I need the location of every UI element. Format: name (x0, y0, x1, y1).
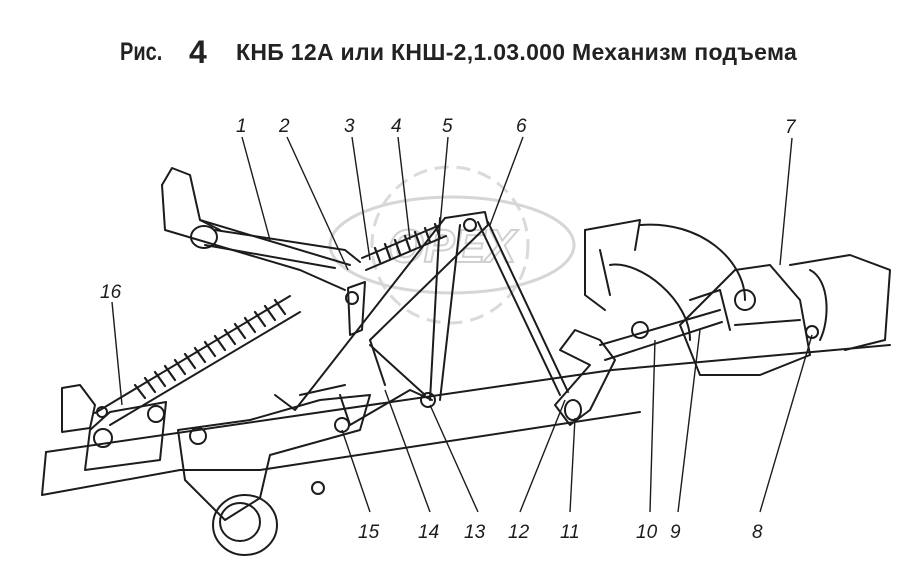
callout-2: 2 (278, 116, 290, 137)
callouts: 1 2 3 4 5 6 7 8 9 10 11 12 13 14 15 16 (100, 116, 797, 543)
callout-12: 12 (508, 522, 530, 543)
callout-7: 7 (785, 117, 797, 138)
callout-15: 15 (358, 522, 380, 543)
figure-number: 4 (189, 34, 207, 70)
mechanism-lines (41, 167, 891, 556)
callout-10: 10 (636, 522, 658, 543)
callout-3: 3 (344, 116, 355, 137)
callout-14: 14 (418, 522, 439, 543)
short-spring (373, 222, 442, 264)
callout-6: 6 (516, 116, 527, 137)
callout-8: 8 (752, 522, 763, 543)
leader-lines (111, 136, 813, 513)
figure-title: Рис. 4 КНБ 12А или КНШ-2,1.03.000 Механи… (0, 34, 900, 72)
callout-13: 13 (464, 522, 486, 543)
figure-label: Рис. (120, 38, 163, 66)
callout-16: 16 (100, 282, 122, 303)
figure-caption: КНБ 12А или КНШ-2,1.03.000 Механизм подъ… (236, 39, 798, 65)
long-spring (133, 298, 287, 400)
callout-9: 9 (670, 522, 681, 543)
callout-11: 11 (560, 522, 580, 543)
callout-4: 4 (391, 116, 402, 137)
callout-1: 1 (236, 116, 247, 137)
callout-5: 5 (442, 116, 453, 137)
